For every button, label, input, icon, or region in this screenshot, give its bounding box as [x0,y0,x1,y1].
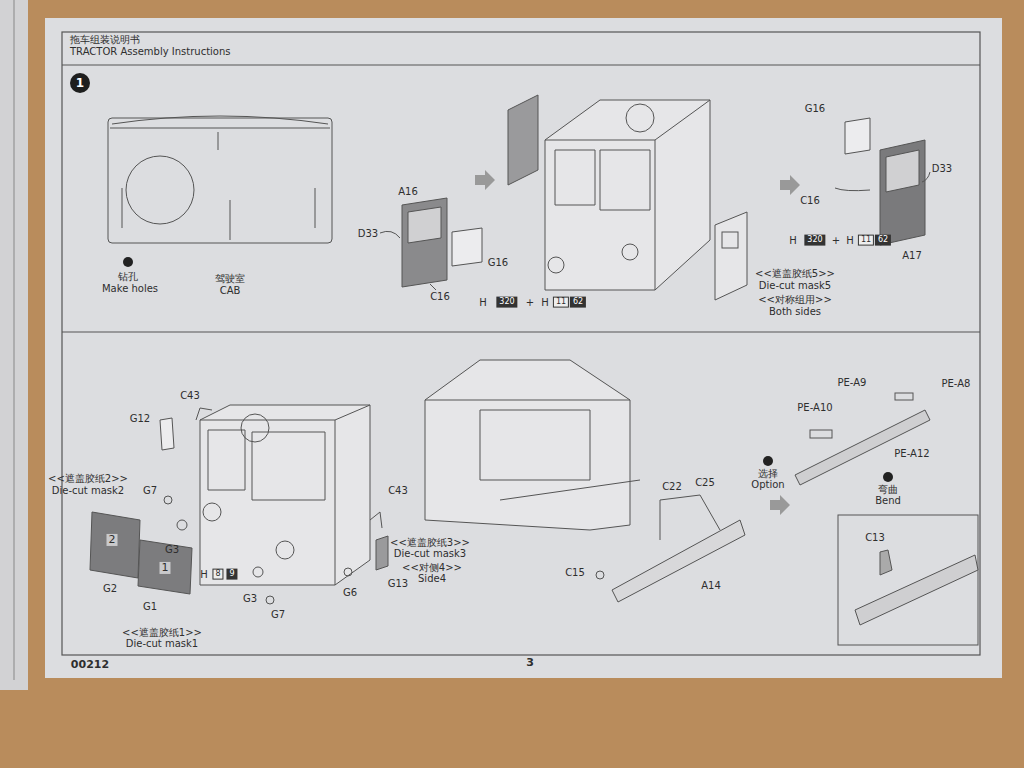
part-label: H [789,235,797,246]
part-label: G3 [243,593,257,604]
part-label: G7 [271,609,285,620]
part-label: PE-A9 [838,377,867,388]
part-label: Die-cut mask2 [52,485,124,496]
part-label: 2 [107,534,118,546]
part-label: <<对侧4>> [402,562,462,573]
part-label: G6 [343,587,357,598]
part-label: PE-A12 [894,448,929,459]
part-label: G16 [488,257,508,268]
part-label: H [846,235,854,246]
part-label: 9 [226,569,237,580]
part-label: + [832,235,840,246]
part-label: D33 [932,163,952,174]
part-label: G3 [165,544,179,555]
part-label: Side4 [418,573,446,584]
part-label: 拖车组装说明书 [70,34,140,45]
part-label: G16 [805,103,825,114]
part-label: 8 [212,569,223,580]
part-label: A16 [398,186,418,197]
part-label: Both sides [769,306,821,317]
part-label: 弯曲 [878,484,898,495]
part-label: 320 [804,235,825,246]
part-label: 62 [875,235,891,246]
part-label: <<遮盖胶纸5>> [755,268,835,279]
part-label: D33 [358,228,378,239]
part-label: 驾驶室 [215,273,245,284]
part-label: C43 [180,390,200,401]
part-label: G1 [143,601,157,612]
part-label: + [526,297,534,308]
part-label: C16 [800,195,820,206]
step-number: 1 [70,73,90,93]
part-label: 3 [526,657,534,669]
part-label: G13 [388,578,408,589]
part-label: CAB [220,285,241,296]
part-label: PE-A8 [942,378,971,389]
page-title: TRACTOR Assembly Instructions [70,46,231,57]
part-label: C22 [662,481,682,492]
part-label: C25 [695,477,715,488]
part-label: Die-cut mask1 [126,638,198,649]
part-label: <<遮盖胶纸1>> [122,627,202,638]
part-label: G7 [143,485,157,496]
part-label: <<遮盖胶纸3>> [390,537,470,548]
part-label: H [200,569,208,580]
part-label: 11 [858,235,874,246]
part-label: PE-A10 [797,402,832,413]
part-label: A14 [701,580,721,591]
part-label: 选择 [758,468,778,479]
part-label: 00212 [71,659,109,671]
part-label: <<对称组用>> [758,294,832,305]
part-label: Die-cut mask5 [759,280,831,291]
part-label: 320 [496,297,517,308]
part-label: C15 [565,567,585,578]
part-label: Die-cut mask3 [394,548,466,559]
part-label: <<遮盖胶纸2>> [48,473,128,484]
part-label: C43 [388,485,408,496]
part-label: A17 [902,250,922,261]
part-label: G2 [103,583,117,594]
part-label: Option [751,479,784,490]
part-label: 62 [570,297,586,308]
part-label: 1 [160,562,171,574]
part-label: H [479,297,487,308]
part-label: G12 [130,413,150,424]
part-label: 钻孔 [118,271,138,282]
part-label: Bend [875,495,901,506]
part-label: C16 [430,291,450,302]
part-label: 11 [553,297,569,308]
part-label: Make holes [102,283,158,294]
part-label: C13 [865,532,885,543]
part-label: H [541,297,549,308]
